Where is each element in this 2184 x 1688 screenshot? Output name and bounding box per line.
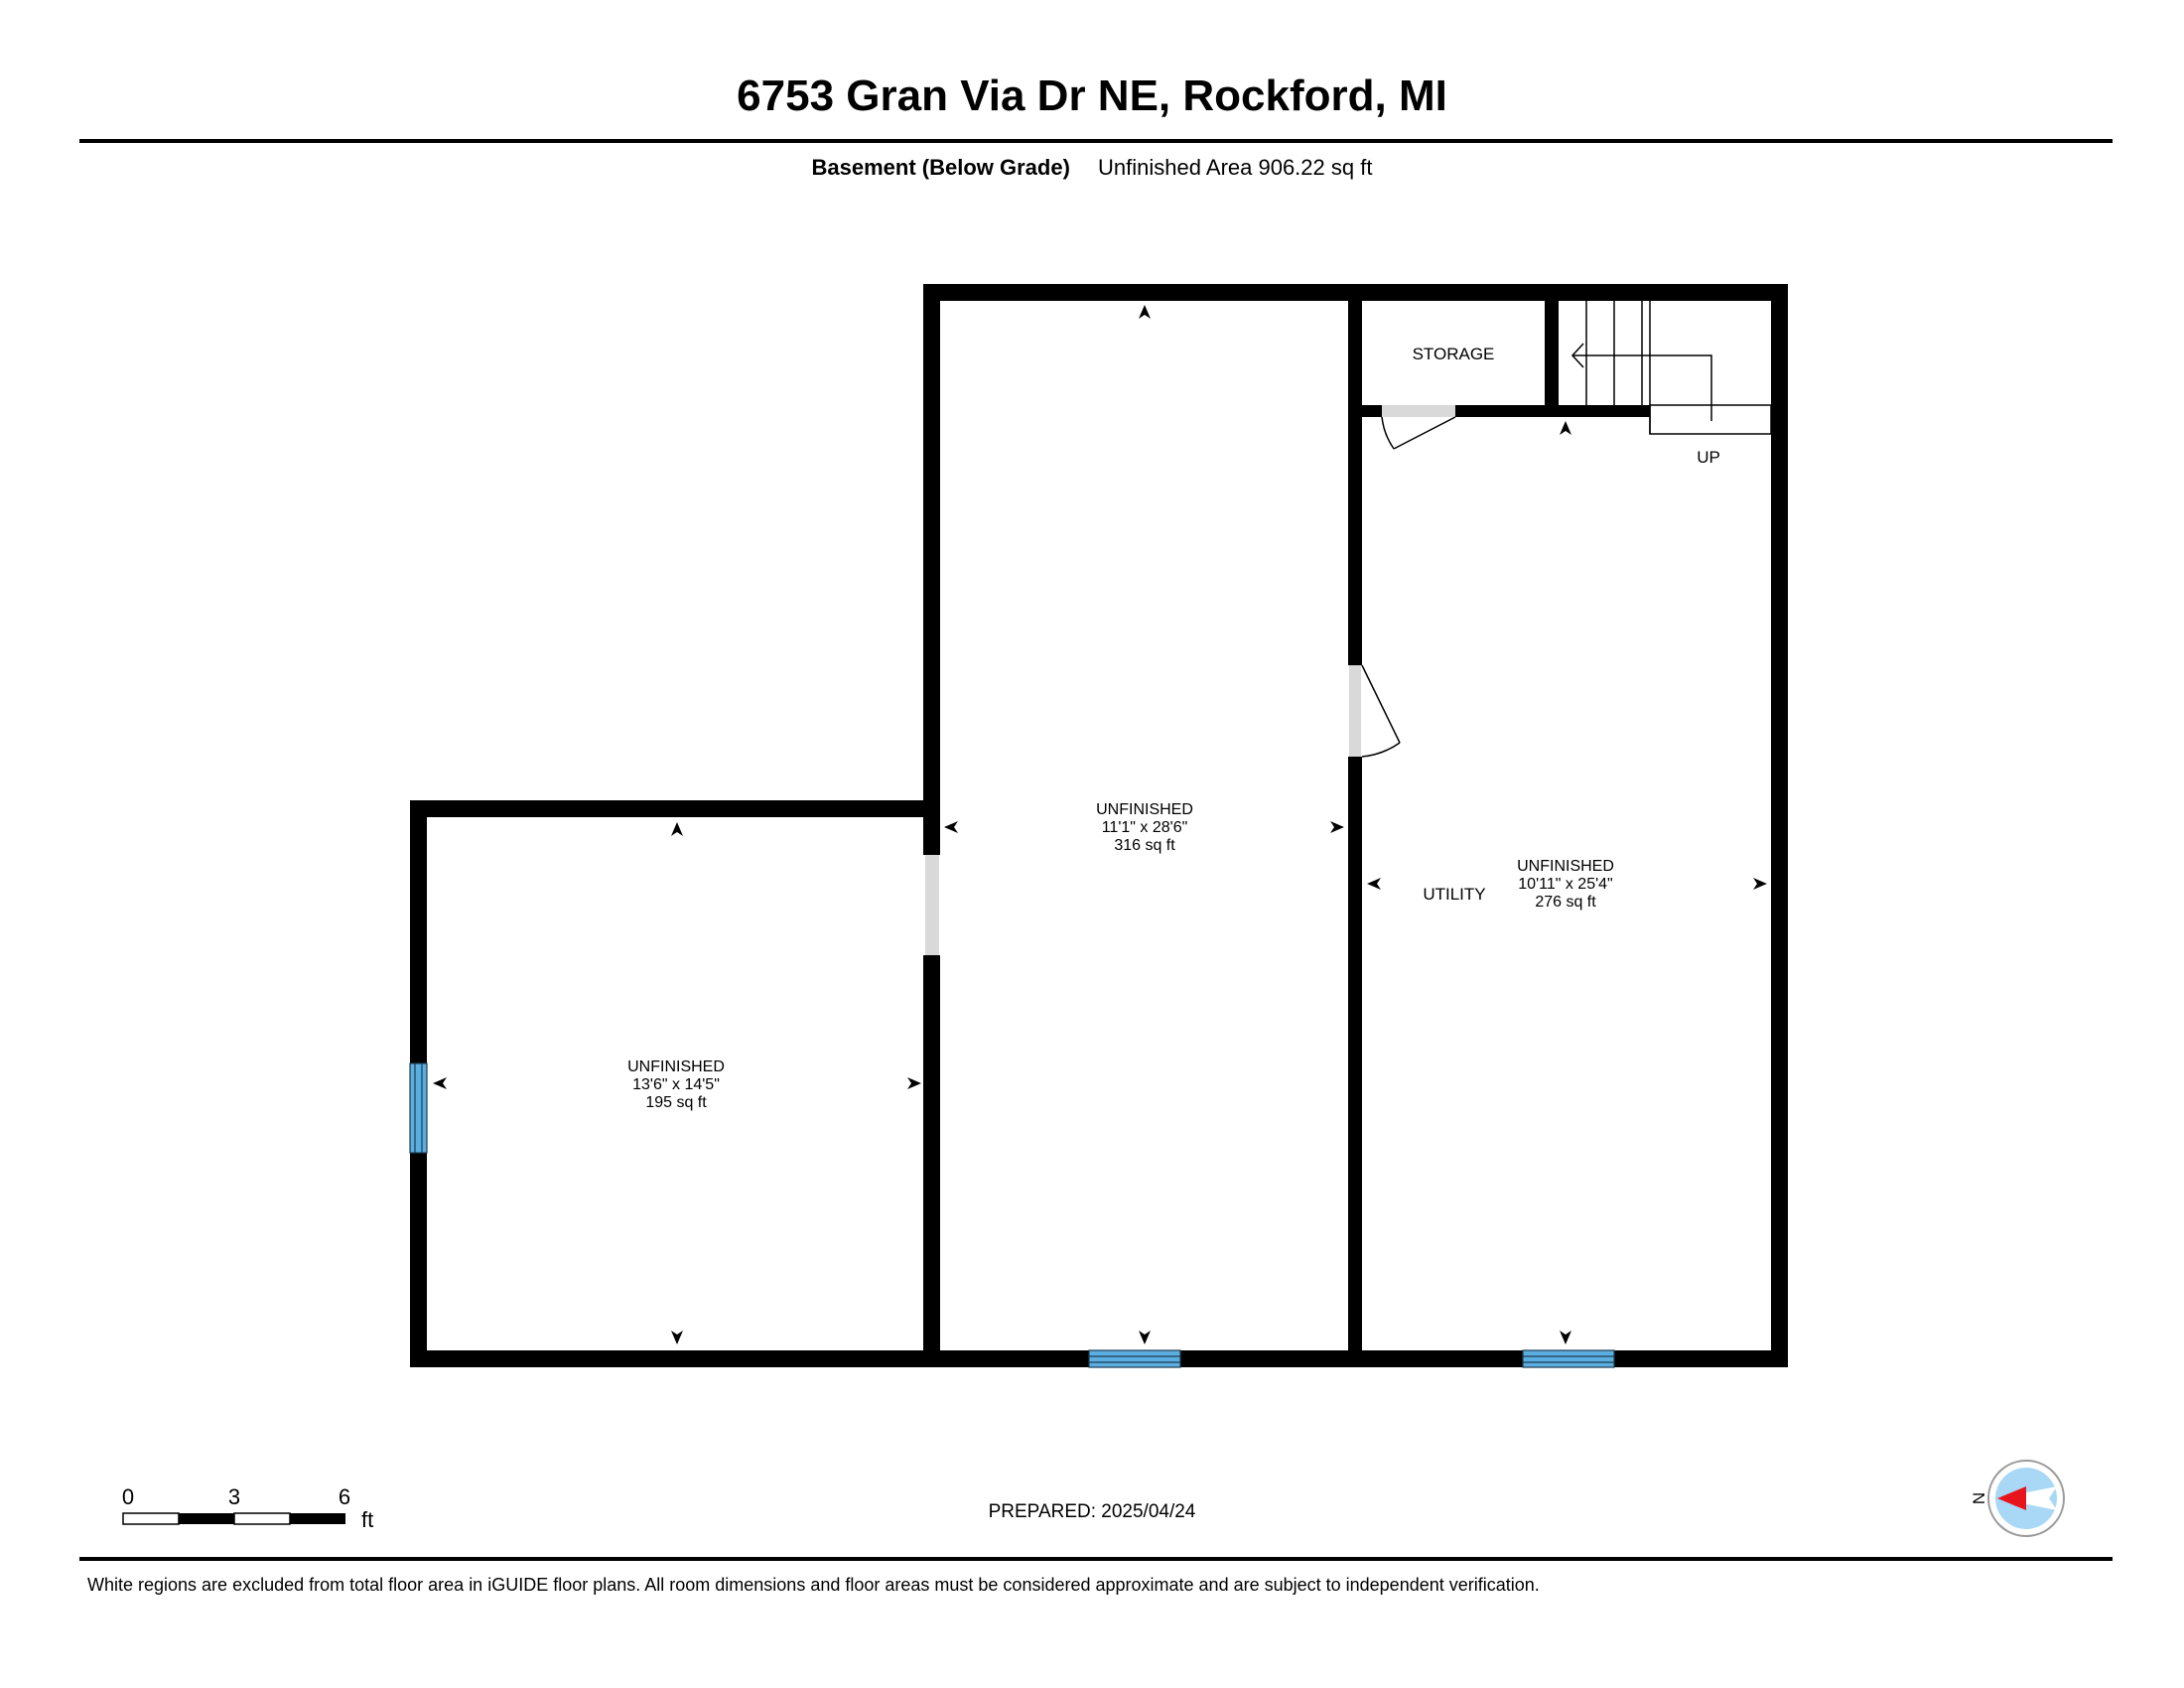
wall (1348, 757, 1362, 1367)
door-opening (1382, 405, 1455, 417)
floor-area-summary: Unfinished Area 906.22 sq ft (1098, 155, 1373, 180)
stairs-up-label: UP (1697, 448, 1720, 467)
north-compass-icon: N (1970, 1460, 2065, 1537)
scale-tick-6: 6 (339, 1484, 350, 1509)
room-right-dims: 10'11" x 25'4" (1518, 876, 1612, 893)
utility-label: UTILITY (1423, 885, 1485, 904)
walls (410, 284, 1788, 1367)
room-left-name: UNFINISHED (627, 1058, 725, 1075)
room-middle-dims: 11'1" x 28'6" (1102, 819, 1188, 836)
room-right-area: 276 sq ft (1535, 894, 1596, 911)
compass-north-label: N (1970, 1492, 1988, 1504)
wall (923, 284, 940, 855)
floor-summary: Basement (Below Grade) Unfinished Area 9… (0, 155, 2184, 181)
room-middle-name: UNFINISHED (1096, 801, 1193, 818)
window (409, 1062, 428, 1154)
room-right-labels: UNFINISHED 10'11" x 25'4" 276 sq ft (1517, 858, 1614, 911)
floor-level-label: Basement (Below Grade) (811, 155, 1070, 180)
wall (1455, 405, 1650, 417)
room-left-area: 195 sq ft (645, 1094, 707, 1111)
scale-tick-0: 0 (122, 1484, 134, 1509)
disclaimer-text: White regions are excluded from total fl… (87, 1575, 1540, 1595)
prepared-date: PREPARED: 2025/04/24 (988, 1501, 1196, 1522)
door-opening (1349, 665, 1361, 757)
wall (1362, 405, 1382, 417)
door-swing (1361, 664, 1401, 758)
scale-bar: 0 3 6 ft (122, 1484, 373, 1532)
wall (923, 955, 940, 1367)
wall (1545, 301, 1559, 410)
wall (1348, 284, 1362, 665)
scale-tick-3: 3 (228, 1484, 240, 1509)
footer-divider (79, 1557, 2113, 1561)
door-swing (1381, 416, 1456, 450)
scale-unit: ft (361, 1507, 373, 1532)
wall (1771, 284, 1788, 1367)
page-title: 6753 Gran Via Dr NE, Rockford, MI (737, 71, 1447, 120)
header-divider (79, 139, 2113, 143)
room-middle-area: 316 sq ft (1114, 837, 1175, 854)
room-right-name: UNFINISHED (1517, 858, 1614, 875)
door-opening (925, 855, 939, 955)
storage-label: STORAGE (1413, 345, 1495, 363)
window (1088, 1349, 1181, 1368)
room-left-labels: UNFINISHED 13'6" x 14'5" 195 sq ft (627, 1058, 725, 1111)
stairs (1570, 301, 1772, 435)
dimension-arrows (433, 305, 1767, 1344)
wall (410, 800, 926, 817)
room-middle-labels: UNFINISHED 11'1" x 28'6" 316 sq ft (1096, 801, 1193, 854)
window (1522, 1349, 1615, 1368)
room-left-dims: 13'6" x 14'5" (632, 1076, 720, 1093)
